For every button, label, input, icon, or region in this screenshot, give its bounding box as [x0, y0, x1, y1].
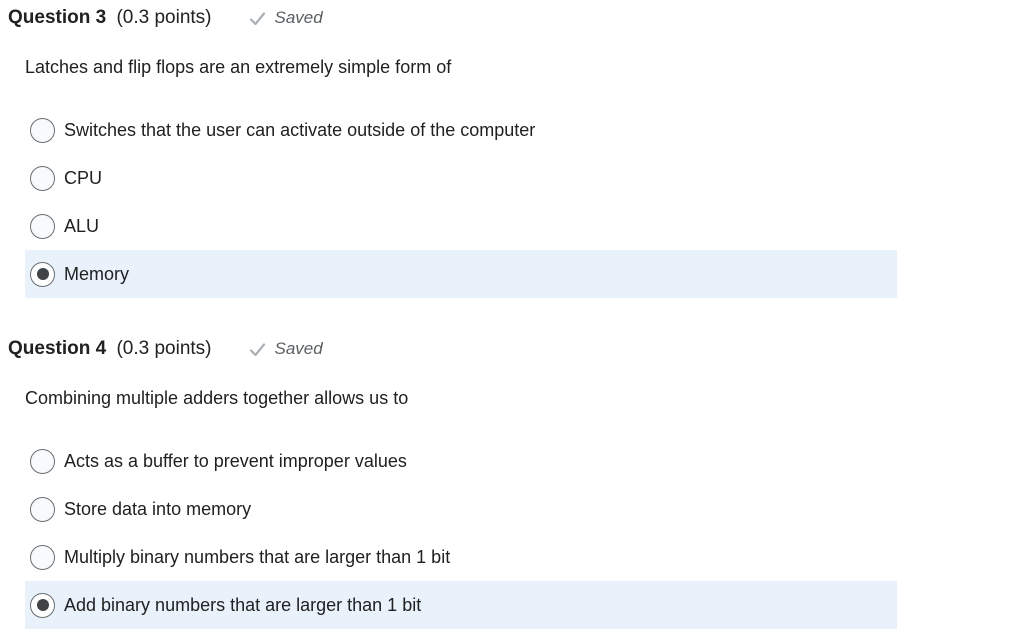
saved-label: Saved — [274, 8, 323, 27]
answer-option[interactable]: Switches that the user can activate outs… — [25, 106, 897, 154]
question-prompt: Latches and flip flops are an extremely … — [25, 57, 452, 77]
saved-label: Saved — [274, 339, 323, 358]
answer-option-label: ALU — [64, 216, 100, 236]
answer-option[interactable]: Add binary numbers that are larger than … — [25, 581, 897, 629]
answer-option-label: Multiply binary numbers that are larger … — [64, 547, 451, 567]
radio-button[interactable] — [30, 117, 55, 143]
checkmark-icon — [249, 342, 265, 356]
radio-dot — [36, 599, 49, 611]
question-points: (0.3 points) — [111, 7, 212, 28]
radio-button[interactable] — [30, 496, 55, 522]
answer-option[interactable]: Memory — [25, 250, 897, 298]
answer-option-label: Memory — [64, 264, 130, 284]
saved-indicator: Saved — [248, 337, 323, 361]
radio-button[interactable] — [30, 165, 55, 191]
answer-option[interactable]: Store data into memory — [25, 485, 897, 533]
question-prompt: Combining multiple adders together allow… — [25, 388, 409, 408]
answer-option-label: Add binary numbers that are larger than … — [64, 595, 422, 615]
question-title: Question 4 (0.3 points) — [8, 337, 212, 361]
answer-option[interactable]: Acts as a buffer to prevent improper val… — [25, 437, 897, 485]
options-list: Acts as a buffer to prevent improper val… — [25, 437, 897, 629]
checkmark-icon — [249, 11, 265, 25]
radio-dot — [36, 268, 49, 280]
saved-indicator: Saved — [248, 6, 323, 30]
questions-container: Question 3 (0.3 points) Saved Latches an… — [0, 6, 1024, 629]
radio-button[interactable] — [30, 544, 55, 570]
radio-button[interactable] — [30, 261, 55, 287]
question-number: Question 3 — [8, 7, 107, 28]
question-points: (0.3 points) — [111, 338, 212, 359]
answer-option-label: Store data into memory — [64, 499, 252, 519]
radio-button[interactable] — [30, 592, 55, 618]
question-header: Question 4 (0.3 points) Saved — [0, 337, 1024, 361]
question-number: Question 4 — [8, 338, 107, 359]
question-block: Question 4 (0.3 points) Saved Combining … — [0, 337, 1024, 629]
answer-option[interactable]: CPU — [25, 154, 897, 202]
answer-option[interactable]: Multiply binary numbers that are larger … — [25, 533, 897, 581]
answer-option-label: Switches that the user can activate outs… — [64, 120, 536, 140]
question-title: Question 3 (0.3 points) — [8, 6, 212, 30]
answer-option-label: CPU — [64, 168, 103, 188]
question-header: Question 3 (0.3 points) Saved — [0, 6, 1024, 30]
answer-option[interactable]: ALU — [25, 202, 897, 250]
question-block: Question 3 (0.3 points) Saved Latches an… — [0, 6, 1024, 298]
options-list: Switches that the user can activate outs… — [25, 106, 897, 298]
radio-button[interactable] — [30, 448, 55, 474]
answer-option-label: Acts as a buffer to prevent improper val… — [64, 451, 407, 471]
radio-button[interactable] — [30, 213, 55, 239]
